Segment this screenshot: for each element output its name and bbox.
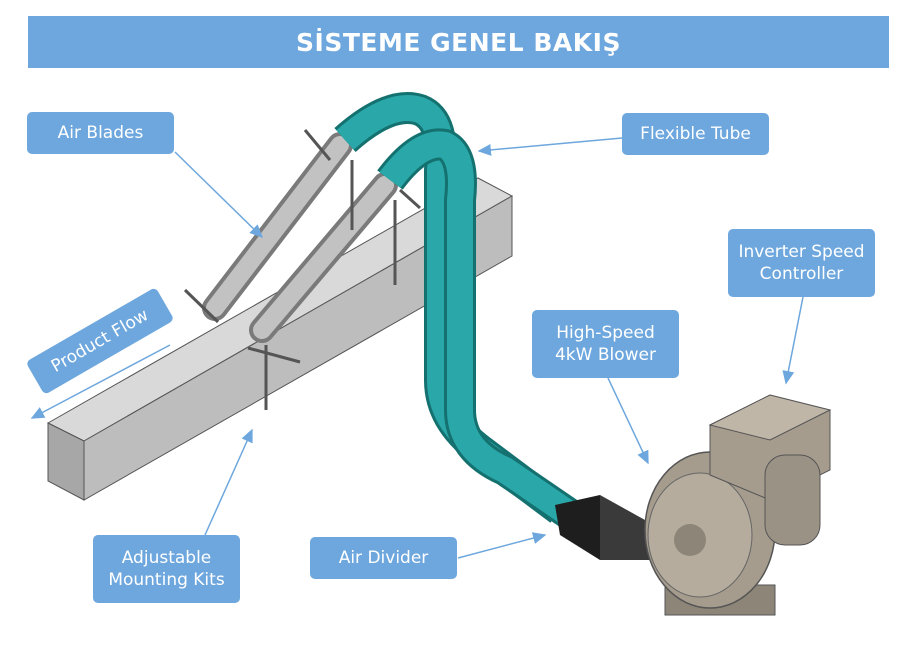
label-inverter-speed-controller: Inverter Speed Controller <box>728 229 875 297</box>
callout-arrows <box>30 137 804 559</box>
arrow-air-divider <box>457 532 547 559</box>
blade-brackets <box>183 129 422 410</box>
flexible-tube <box>334 92 588 534</box>
label-mounting-kits: Adjustable Mounting Kits <box>93 535 240 603</box>
page-title: SİSTEME GENEL BAKIŞ <box>296 27 621 57</box>
label-flexible-tube: Flexible Tube <box>622 113 769 155</box>
air-divider <box>555 495 650 560</box>
title-banner: SİSTEME GENEL BAKIŞ <box>28 16 889 68</box>
arrow-mounting-kits <box>204 428 253 536</box>
blower <box>644 394 832 616</box>
arrow-product-flow <box>30 344 171 419</box>
air-blade-upper <box>202 132 353 321</box>
arrow-air-blades <box>174 151 264 239</box>
arrow-flexible-tube <box>477 137 623 156</box>
air-blade-lower <box>249 172 398 343</box>
label-air-divider: Air Divider <box>310 537 457 579</box>
arrow-blower <box>607 377 649 465</box>
label-air-blades: Air Blades <box>27 112 174 154</box>
label-high-speed-blower: High-Speed 4kW Blower <box>532 310 679 378</box>
arrow-inverter <box>782 296 804 385</box>
